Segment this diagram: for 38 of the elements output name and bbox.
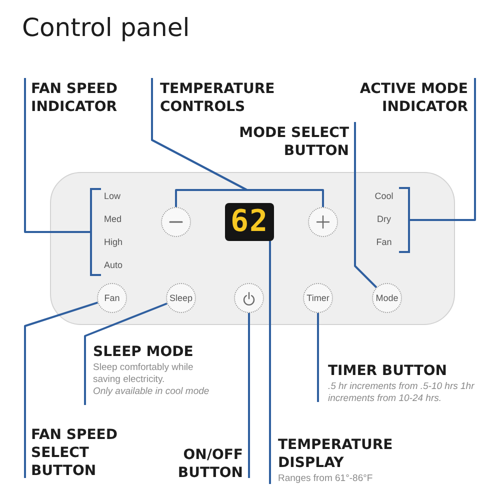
callout-heading: ON/OFF BUTTON [146,446,243,482]
round-button [234,283,264,313]
callout-heading: ACTIVE MODE INDICATOR [336,80,468,116]
indicator-label: Auto [104,260,123,271]
indicator-label: Fan [375,237,393,248]
description-text: Sleep comfortably while saving electricity. [93,362,194,385]
round-button: Timer [303,283,333,313]
callout-heading: FAN SPEED SELECT BUTTON [31,426,131,480]
indicator-label: Med [104,214,122,225]
leader-line [84,302,168,405]
title: Control panel [22,13,190,43]
indicator-label: Low [104,191,121,202]
round-button [161,207,191,237]
round-button [308,207,338,237]
note-text: Only available in cool mode [93,386,210,398]
round-button: Sleep [166,283,196,313]
leader-line [24,78,90,233]
callout-heading: TEMPERATURE CONTROLS [160,80,292,116]
description-text: Ranges from 61°-86°F [278,473,374,484]
callout-heading: FAN SPEED INDICATOR [31,80,143,116]
callout-heading: MODE SELECT BUTTON [217,124,349,160]
round-button: Mode [372,283,402,313]
leader-line [248,313,250,478]
round-button: Fan [97,283,127,313]
callout-heading: TIMER BUTTON [328,362,448,380]
indicator-label: High [104,237,123,248]
callout-heading: SLEEP MODE [93,343,194,361]
callout-heading: TEMPERATURE DISPLAY [278,436,394,472]
leader-line [354,122,378,288]
indicator-label: Dry [376,214,392,225]
control-panel [50,172,455,325]
leader-line [410,78,476,221]
leader-line [269,241,271,484]
leader-line [24,302,98,478]
leader-line [317,313,319,402]
indicator-label: Cool [374,191,394,202]
note-text: .5 hr increments from .5-10 hrs 1hr increments from 10-24 hrs. [328,381,476,404]
digital-display: 62 [225,203,274,241]
